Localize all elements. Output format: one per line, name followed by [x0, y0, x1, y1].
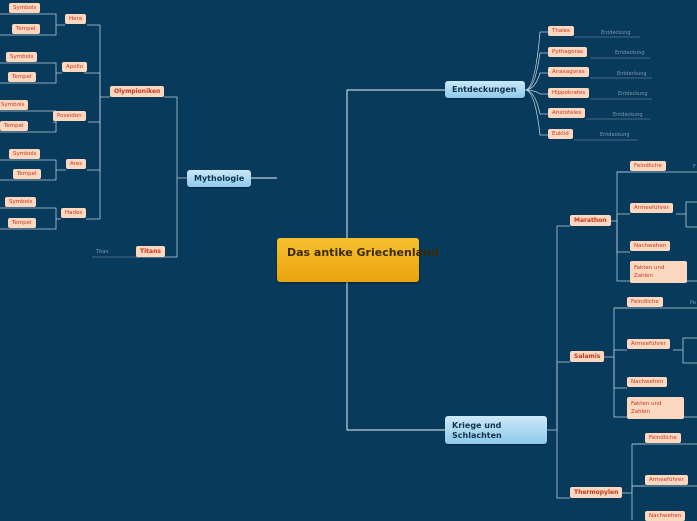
marathon-commander[interactable]: Armeeführer [630, 203, 673, 213]
discovery-hippokrates[interactable]: Hippokrates [548, 88, 590, 98]
temple-hades[interactable]: Tempel [8, 218, 36, 228]
connector-line [346, 282, 445, 431]
topic-kriege-und-schlachten[interactable]: Kriege und Schlachten [445, 416, 547, 444]
connector-line [616, 213, 630, 221]
connector-line [613, 349, 627, 357]
salamis-facts[interactable]: Fakten und Zahlen [627, 397, 684, 419]
subtopic-olympioniken[interactable]: Olympioniken [110, 86, 165, 97]
battle-thermopylen[interactable]: Thermopylen [570, 487, 623, 498]
symbol-ares[interactable]: Symbols [9, 149, 41, 159]
connector-line [631, 485, 645, 493]
connector-line [136, 178, 178, 258]
discovery-pythagoras[interactable]: Pythagoras [548, 47, 587, 57]
discovery-euklid[interactable]: Euklid [548, 129, 573, 139]
god-hera[interactable]: Hera [65, 14, 87, 24]
connector-line [524, 72, 548, 91]
connector-line [88, 97, 101, 123]
note-aristoteles: Entdeckung [613, 112, 643, 118]
note-anaxagoras: Entdeckung [617, 71, 647, 77]
connector-line [164, 96, 187, 179]
connector-line [0, 159, 66, 171]
note-pythagoras: Entdeckung [615, 50, 645, 56]
discovery-anaxagoras[interactable]: Anaxagoras [548, 67, 589, 77]
marathon-facts[interactable]: Fakten und Zahlen [630, 261, 687, 283]
thermopylen-enemy[interactable]: Feindliche [645, 433, 681, 443]
temple-apollo[interactable]: Tempel [8, 72, 36, 82]
symbol-hera[interactable]: Symbols [9, 3, 41, 13]
salamis-enemy-note: Pe [690, 300, 696, 306]
central-topic[interactable]: Das antike Griechenland [277, 238, 439, 282]
connector-line [0, 207, 61, 220]
symbol-apollo[interactable]: Symbols [6, 52, 38, 62]
connector-line [0, 122, 57, 133]
discovery-aristoteles[interactable]: Aristoteles [548, 108, 586, 118]
note-euklid: Entdeckung [600, 132, 630, 138]
connector-line [87, 24, 110, 98]
connector-line [673, 337, 697, 364]
connector-line [87, 97, 101, 171]
connector-line [0, 73, 57, 84]
salamis-aftermath[interactable]: Nachwehen [627, 377, 668, 387]
subtopic-titans[interactable]: Titans [136, 246, 165, 257]
connector-line [524, 89, 548, 136]
connector-line [613, 357, 627, 389]
salamis-commander[interactable]: Armeeführer [627, 339, 670, 349]
god-hades[interactable]: Hades [61, 208, 87, 218]
god-ares[interactable]: Ares [66, 159, 87, 169]
battle-marathon[interactable]: Marathon [570, 215, 611, 226]
connector-line [0, 62, 62, 74]
thermopylen-aftermath[interactable]: Nachwehen [645, 511, 686, 521]
marathon-aftermath[interactable]: Nachwehen [630, 241, 671, 251]
temple-ares[interactable]: Tempel [13, 169, 41, 179]
topic-mythologie[interactable]: Mythologie [187, 170, 252, 187]
note-titan: Titan [96, 249, 109, 255]
god-poseidon[interactable]: Poseidon [53, 111, 86, 121]
connector-line [0, 170, 57, 181]
connector-line [346, 89, 445, 238]
temple-poseidon[interactable]: Tempel [0, 121, 28, 131]
note-thales: Entdeckung [601, 30, 631, 36]
god-apollo[interactable]: Apollo [62, 62, 88, 72]
temple-hera[interactable]: Tempel [12, 24, 40, 34]
topic-entdeckungen[interactable]: Entdeckungen [445, 81, 525, 98]
connector-line [616, 221, 630, 253]
symbol-hades[interactable]: Symbols [5, 197, 37, 207]
thermopylen-commander[interactable]: Armeeführer [645, 475, 688, 485]
marathon-enemy[interactable]: Feindliche [630, 161, 666, 171]
salamis-enemy[interactable]: Feindliche [627, 297, 663, 307]
connector-line [547, 225, 570, 431]
note-hippokrates: Entdeckung [618, 91, 648, 97]
connector-line [524, 52, 548, 91]
connector-line [556, 361, 570, 430]
discovery-thales[interactable]: Thales [548, 26, 574, 36]
connector-line [0, 25, 57, 36]
connector-line [556, 430, 570, 499]
connector-line [676, 201, 697, 228]
connector-line [86, 97, 101, 220]
marathon-enemy-note: F [693, 164, 696, 170]
connector-line [84, 72, 101, 97]
connector-line [0, 13, 65, 26]
symbol-poseidon[interactable]: Symbols [0, 100, 29, 110]
connector-line [0, 219, 57, 230]
battle-salamis[interactable]: Salamis [570, 351, 605, 362]
